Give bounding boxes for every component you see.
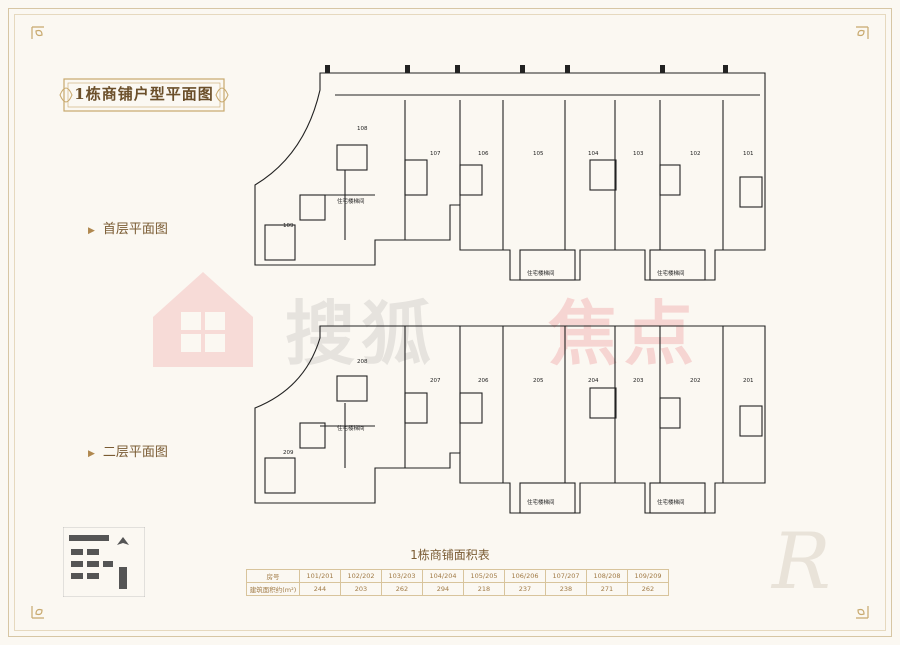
table-row: 建筑面积约(m²) 244 203 262 294 218 237 238 27… xyxy=(246,582,669,596)
table-cell: 294 xyxy=(422,582,464,596)
floor-label-ground: ▶ 首层平面图 xyxy=(88,218,168,237)
row-label: 房号 xyxy=(246,569,300,583)
floor-label-text: 首层平面图 xyxy=(102,222,168,237)
unit-label: 102 xyxy=(690,151,701,157)
unit-label: 104 xyxy=(588,151,599,157)
stair-label: 住宅楼梯间 xyxy=(337,197,365,205)
stair-label: 住宅楼梯间 xyxy=(657,498,685,506)
table-cell: 271 xyxy=(586,582,628,596)
triangle-bullet-icon: ▶ xyxy=(88,226,95,236)
north-arrow-icon xyxy=(117,537,129,545)
row-label: 建筑面积约(m²) xyxy=(246,582,300,596)
unit-label: 108 xyxy=(357,126,368,132)
table-cell: 107/207 xyxy=(545,569,587,583)
table-cell: 238 xyxy=(545,582,587,596)
unit-label: 207 xyxy=(430,378,441,384)
unit-label: 208 xyxy=(357,359,368,365)
corner-ornament-icon xyxy=(30,594,56,620)
corner-ornament-icon xyxy=(844,594,870,620)
table-cell: 101/201 xyxy=(299,569,341,583)
table-cell: 218 xyxy=(463,582,505,596)
watermark-text-left: 搜狐 xyxy=(285,293,437,375)
table-cell: 102/202 xyxy=(340,569,382,583)
unit-label: 101 xyxy=(743,151,754,157)
stair-label: 住宅楼梯间 xyxy=(527,498,555,506)
unit-label: 105 xyxy=(533,151,544,157)
floor-label-second: ▶ 二层平面图 xyxy=(88,441,168,460)
floor-label-text: 二层平面图 xyxy=(102,445,168,460)
unit-label: 205 xyxy=(533,378,544,384)
floor-plan-second: 208 207 206 205 204 203 202 201 209 住宅楼梯… xyxy=(254,325,766,514)
page-frame-inner xyxy=(14,14,886,631)
unit-label: 103 xyxy=(633,151,644,157)
site-map-thumbnail xyxy=(63,527,145,597)
corner-ornament-icon xyxy=(844,25,870,51)
table-cell: 106/206 xyxy=(504,569,546,583)
stair-label: 住宅楼梯间 xyxy=(337,424,365,432)
area-table: 房号 101/201 102/202 103/203 104/204 105/2… xyxy=(246,569,669,596)
unit-label: 202 xyxy=(690,378,701,384)
table-cell: 104/204 xyxy=(422,569,464,583)
page-title: 1栋商铺户型平面图 xyxy=(74,85,214,103)
table-cell: 262 xyxy=(381,582,423,596)
page-frame xyxy=(8,8,892,637)
table-cell: 108/208 xyxy=(586,569,628,583)
table-cell: 237 xyxy=(504,582,546,596)
unit-label: 109 xyxy=(283,223,294,229)
corner-ornament-icon xyxy=(30,25,56,51)
table-cell: 244 xyxy=(299,582,341,596)
table-title: 1栋商铺面积表 xyxy=(410,548,490,562)
table-row: 房号 101/201 102/202 103/203 104/204 105/2… xyxy=(246,569,669,583)
stair-label: 住宅楼梯间 xyxy=(657,269,685,277)
unit-label: 106 xyxy=(478,151,489,157)
watermark-house-icon xyxy=(153,272,253,367)
floor-plan-ground: 108 107 106 105 104 103 102 101 109 住宅楼梯… xyxy=(254,65,766,281)
unit-label: 203 xyxy=(633,378,644,384)
stair-label: 住宅楼梯间 xyxy=(527,269,555,277)
unit-label: 206 xyxy=(478,378,489,384)
unit-label: 201 xyxy=(743,378,754,384)
unit-label: 107 xyxy=(430,151,441,157)
unit-label: 204 xyxy=(588,378,599,384)
table-cell: 203 xyxy=(340,582,382,596)
table-cell: 103/203 xyxy=(381,569,423,583)
brand-logo-icon: R xyxy=(772,517,831,607)
title-banner: 1栋商铺户型平面图 xyxy=(58,75,230,115)
table-cell: 109/209 xyxy=(627,569,669,583)
triangle-bullet-icon: ▶ xyxy=(88,449,95,459)
watermark-text-right: 焦点 xyxy=(548,293,700,375)
table-cell: 105/205 xyxy=(463,569,505,583)
unit-label: 209 xyxy=(283,450,294,456)
table-cell: 262 xyxy=(627,582,669,596)
